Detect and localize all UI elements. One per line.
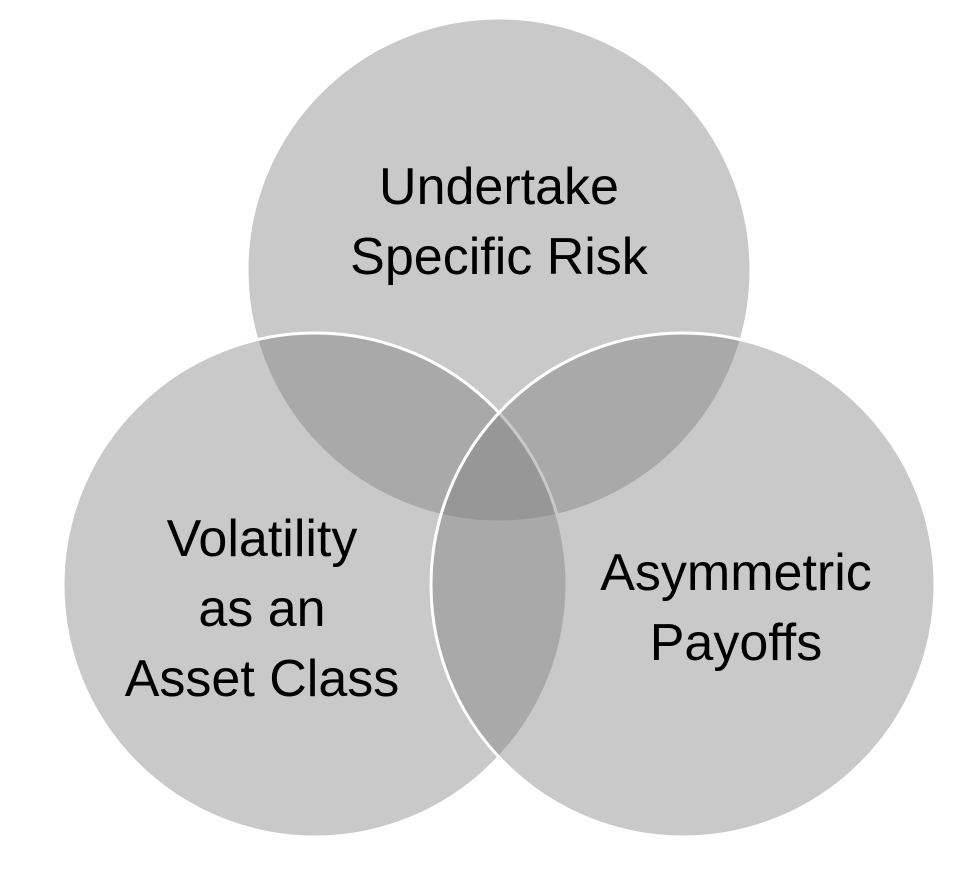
circle-left — [61, 331, 569, 839]
label-right: Asymmetric Payoffs — [600, 544, 872, 672]
label-left-line-2: as an — [198, 580, 325, 638]
label-right-line-2: Payoffs — [650, 614, 822, 672]
label-left-line-1: Volatility — [167, 510, 358, 568]
circle-right — [429, 331, 937, 839]
label-top-line-2: Specific Risk — [350, 228, 649, 286]
label-left: Volatility as an Asset Class — [125, 510, 400, 708]
circle-top — [245, 16, 753, 524]
label-left-line-3: Asset Class — [125, 650, 400, 708]
label-top-line-1: Undertake — [379, 158, 619, 216]
label-right-line-1: Asymmetric — [600, 544, 872, 602]
label-top: Undertake Specific Risk — [350, 158, 649, 286]
